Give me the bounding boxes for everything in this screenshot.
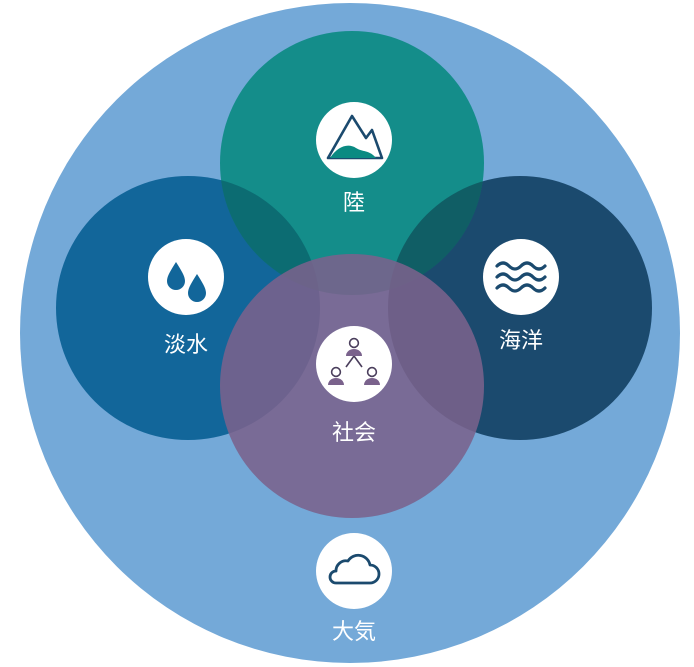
atmosphere-label: 大気 [332,620,376,645]
freshwater-label: 淡水 [164,333,208,358]
cloud-icon [328,553,381,585]
atmosphere-icon-group [316,533,392,609]
land-label: 陸 [343,191,365,216]
people-network-icon [328,337,380,385]
land-freshwater-overlap [220,176,320,295]
land-ocean-overlap [388,176,484,295]
freshwater-icon-group [148,239,224,315]
ocean-label: 海洋 [499,329,543,354]
ocean-icon-group [483,239,559,315]
land-icon-group [316,102,392,178]
society-label: 社会 [332,421,376,446]
overlap-regions [220,176,484,295]
waves-icon [495,261,547,293]
mountain-icon [326,114,384,160]
water-drops-icon [167,262,206,302]
society-icon-group [316,326,392,402]
